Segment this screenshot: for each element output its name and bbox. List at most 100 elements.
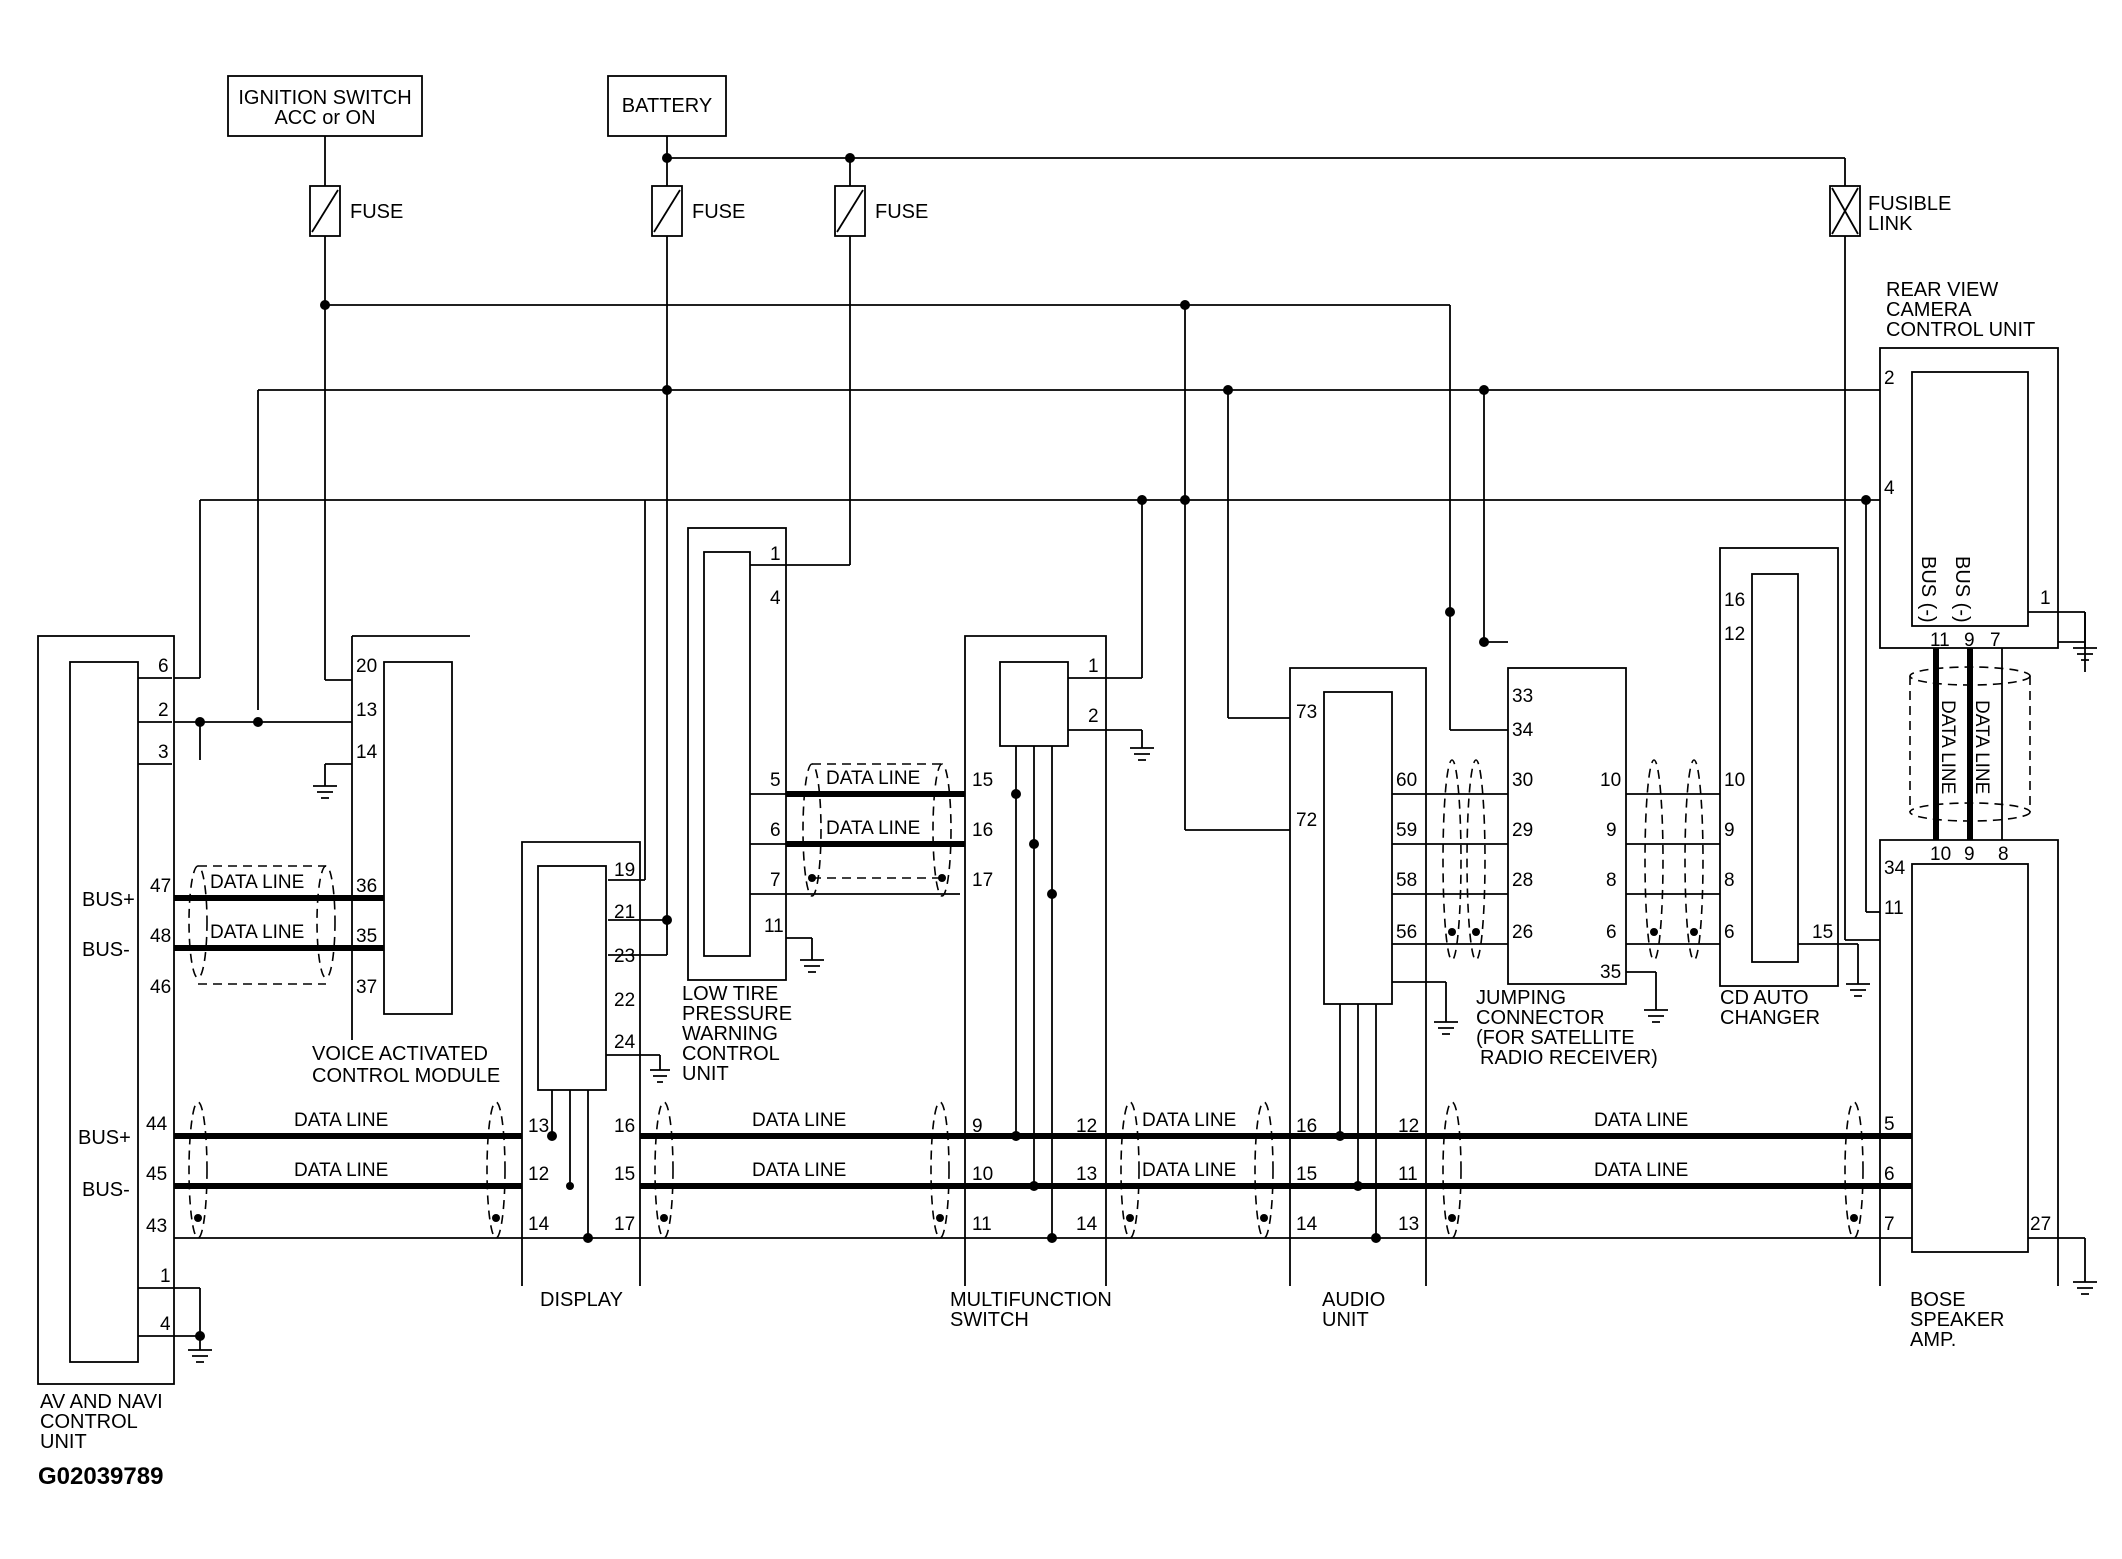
svg-text:DATA LINE: DATA LINE: [210, 922, 304, 943]
svg-text:13: 13: [1076, 1164, 1097, 1185]
svg-text:1: 1: [160, 1266, 171, 1287]
svg-text:7: 7: [770, 870, 781, 891]
svg-text:13: 13: [356, 700, 377, 721]
svg-text:FUSIBLE: FUSIBLE: [1868, 193, 1951, 215]
svg-text:FUSE: FUSE: [350, 201, 403, 223]
svg-text:56: 56: [1396, 922, 1417, 943]
svg-text:12: 12: [528, 1164, 549, 1185]
svg-text:28: 28: [1512, 870, 1533, 891]
svg-text:UNIT: UNIT: [40, 1431, 87, 1453]
svg-text:9: 9: [1606, 820, 1617, 841]
svg-text:58: 58: [1396, 870, 1417, 891]
svg-text:16: 16: [614, 1116, 635, 1137]
svg-text:16: 16: [1296, 1116, 1317, 1137]
data-line-camera-bose: DATA LINE DATA LINE: [1909, 648, 2031, 840]
svg-text:6: 6: [770, 820, 781, 841]
svg-text:6: 6: [1724, 922, 1735, 943]
svg-text:CONNECTOR: CONNECTOR: [1476, 1007, 1605, 1029]
svg-text:IGNITION SWITCH: IGNITION SWITCH: [238, 87, 411, 109]
svg-text:DATA LINE: DATA LINE: [210, 872, 304, 893]
svg-text:36: 36: [356, 876, 377, 897]
svg-text:11: 11: [764, 916, 784, 937]
main-data-bus: DATA LINE DATA LINE DATA LINE DATA LINE …: [174, 1090, 1912, 1243]
svg-text:73: 73: [1296, 702, 1317, 723]
svg-text:CD AUTO: CD AUTO: [1720, 987, 1809, 1009]
low-tire-pressure-warning-control-unit: 1 4 5 6 7 11 LOW TIRE PRESSURE WARNING C…: [682, 527, 960, 1085]
svg-text:8: 8: [1724, 870, 1735, 891]
svg-text:DATA LINE: DATA LINE: [294, 1110, 388, 1131]
svg-text:26: 26: [1512, 922, 1533, 943]
svg-text:CONTROL UNIT: CONTROL UNIT: [1886, 319, 2035, 341]
svg-text:LINK: LINK: [1868, 213, 1913, 235]
svg-text:6: 6: [158, 656, 169, 677]
jumping-connector: 33 34 30 29 28 26 35 10 9 8 6 JUMPING CO…: [1476, 667, 1748, 1069]
svg-text:CONTROL: CONTROL: [682, 1043, 780, 1065]
svg-text:11: 11: [1398, 1164, 1418, 1185]
svg-text:9: 9: [1964, 630, 1975, 651]
audio-unit: 73 72 60 59 58 56 16 15 14 12 11 13 AUDI…: [1289, 667, 1508, 1331]
svg-text:45: 45: [146, 1164, 167, 1185]
svg-text:AUDIO: AUDIO: [1322, 1289, 1385, 1311]
svg-text:4: 4: [160, 1314, 171, 1335]
svg-text:6: 6: [1884, 1164, 1895, 1185]
svg-text:RADIO RECEIVER): RADIO RECEIVER): [1480, 1047, 1658, 1069]
svg-text:14: 14: [528, 1214, 550, 1235]
svg-text:DATA LINE: DATA LINE: [1937, 700, 1958, 794]
svg-text:14: 14: [356, 742, 378, 763]
svg-text:15: 15: [1296, 1164, 1317, 1185]
svg-text:29: 29: [1512, 820, 1533, 841]
svg-text:17: 17: [972, 870, 993, 891]
junction-dots: [195, 153, 1871, 925]
rear-view-camera-control-unit: REAR VIEW CAMERA CONTROL UNIT 2 4 1 11 9…: [1879, 279, 2097, 661]
svg-text:22: 22: [614, 990, 635, 1011]
svg-text:BUS-: BUS-: [82, 1179, 130, 1201]
svg-text:SPEAKER: SPEAKER: [1910, 1309, 2004, 1331]
svg-text:CONTROL: CONTROL: [40, 1411, 138, 1433]
svg-text:DATA LINE: DATA LINE: [1971, 700, 1992, 794]
svg-text:17: 17: [614, 1214, 635, 1235]
svg-text:CHANGER: CHANGER: [1720, 1007, 1820, 1029]
svg-text:10: 10: [1600, 770, 1621, 791]
svg-text:DATA LINE: DATA LINE: [1142, 1110, 1236, 1131]
svg-text:43: 43: [146, 1216, 167, 1237]
svg-text:JUMPING: JUMPING: [1476, 987, 1566, 1009]
svg-text:21: 21: [614, 902, 635, 923]
svg-text:UNIT: UNIT: [1322, 1309, 1369, 1331]
svg-text:UNIT: UNIT: [682, 1063, 729, 1085]
power-wiring: [172, 157, 2086, 956]
svg-text:BUS (-): BUS (-): [1917, 556, 1939, 623]
svg-text:47: 47: [150, 876, 171, 897]
svg-text:15: 15: [614, 1164, 635, 1185]
bose-speaker-amp: 10 9 8 34 11 5 6 7 27 BOSE SPEAKER AMP.: [1879, 839, 2097, 1351]
cd-auto-changer: 16 12 10 9 8 6 15 CD AUTO CHANGER: [1719, 547, 1870, 1029]
svg-text:23: 23: [614, 946, 635, 967]
svg-text:7: 7: [1990, 630, 2001, 651]
av-navi-control-unit: AV AND NAVI CONTROL UNIT 6 2 3 47 48 46 …: [37, 635, 212, 1453]
svg-text:59: 59: [1396, 820, 1417, 841]
fuse-battery: FUSE: [651, 136, 745, 237]
svg-text:DATA LINE: DATA LINE: [752, 1110, 846, 1131]
svg-text:24: 24: [614, 1032, 636, 1053]
svg-text:14: 14: [1076, 1214, 1098, 1235]
figure-id: G02039789: [38, 1463, 163, 1490]
svg-text:13: 13: [1398, 1214, 1419, 1235]
svg-text:60: 60: [1396, 770, 1417, 791]
data-line-ltpw-multi: DATA LINE DATA LINE: [786, 763, 965, 897]
svg-text:9: 9: [972, 1116, 983, 1137]
display-unit: 19 21 23 22 24 13 12 14 16 15 17 DISPLAY: [521, 841, 670, 1311]
svg-text:12: 12: [1076, 1116, 1097, 1137]
svg-text:14: 14: [1296, 1214, 1318, 1235]
svg-text:20: 20: [356, 656, 377, 677]
svg-text:DATA LINE: DATA LINE: [1142, 1160, 1236, 1181]
fuse-ignition: FUSE: [309, 136, 403, 305]
svg-text:4: 4: [1884, 478, 1895, 499]
svg-text:16: 16: [1724, 590, 1745, 611]
svg-text:3: 3: [158, 742, 169, 763]
svg-text:11: 11: [1884, 898, 1904, 919]
svg-text:PRESSURE: PRESSURE: [682, 1003, 792, 1025]
svg-text:LOW TIRE: LOW TIRE: [682, 983, 778, 1005]
svg-text:34: 34: [1512, 720, 1534, 741]
shield-jump-cd: [1644, 759, 1704, 961]
svg-text:2: 2: [1884, 368, 1895, 389]
fusible-link: FUSIBLE LINK: [1829, 158, 1951, 237]
